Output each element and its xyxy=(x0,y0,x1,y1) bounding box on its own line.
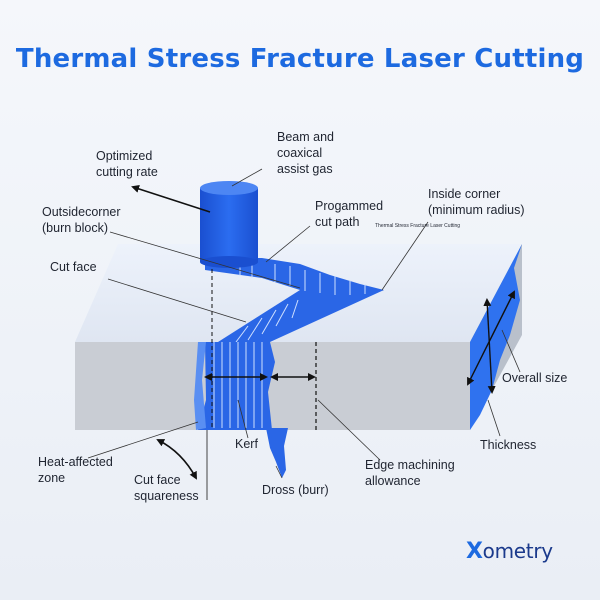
programmed-path-label-line1: Progammed xyxy=(315,199,383,213)
programmed-path-label-line2: cut path xyxy=(315,215,360,229)
leader-lines xyxy=(87,168,521,479)
dross-burr xyxy=(266,428,288,478)
squareness-label-line2: squareness xyxy=(134,489,199,503)
page-title: Thermal Stress Fracture Laser Cutting xyxy=(15,44,585,74)
kerf-stripes xyxy=(213,342,263,428)
squareness-arc-arrow xyxy=(156,439,197,480)
squareness-label-line1: Cut face xyxy=(134,473,181,487)
cutting-rate-label-line2: cutting rate xyxy=(96,165,158,179)
small-caption: Thermal Stress Fracture Laser Cutting xyxy=(375,223,460,229)
inside-corner-label-line1: Inside corner xyxy=(428,187,500,201)
thickness-label: Thickness xyxy=(480,438,536,452)
beam-label-line3: assist gas xyxy=(277,162,333,176)
outside-corner-label-line1: Outsidecorner xyxy=(42,205,121,219)
beam-label-line2: coaxical xyxy=(277,146,322,160)
inside-corner-label-line2: (minimum radius) xyxy=(428,203,525,217)
haz-label-line1: Heat-affected xyxy=(38,455,113,469)
dross-label: Dross (burr) xyxy=(262,483,329,497)
laser-beam xyxy=(200,181,258,268)
brand-logo-text: ometry xyxy=(482,539,553,563)
heat-affected-zone xyxy=(194,342,206,430)
edge-allowance-label-line1: Edge machining xyxy=(365,458,455,472)
overall-size-label: Overall size xyxy=(502,371,567,385)
beam-label-line1: Beam and xyxy=(277,130,334,144)
brand-logo-mark: X xyxy=(466,539,483,564)
thickness-arrow xyxy=(483,298,496,394)
kerf-face xyxy=(198,342,275,430)
outside-corner-label-line2: (burn block) xyxy=(42,221,108,235)
haz-label-line2: zone xyxy=(38,471,65,485)
kerf-label: Kerf xyxy=(235,437,258,451)
cut-face-label: Cut face xyxy=(50,260,97,274)
edge-allowance-label-line2: allowance xyxy=(365,474,421,488)
cutting-rate-label-line1: Optimized xyxy=(96,149,152,163)
cutting-rate-arrow xyxy=(131,185,211,213)
brand-logo: Xometry xyxy=(466,539,553,564)
